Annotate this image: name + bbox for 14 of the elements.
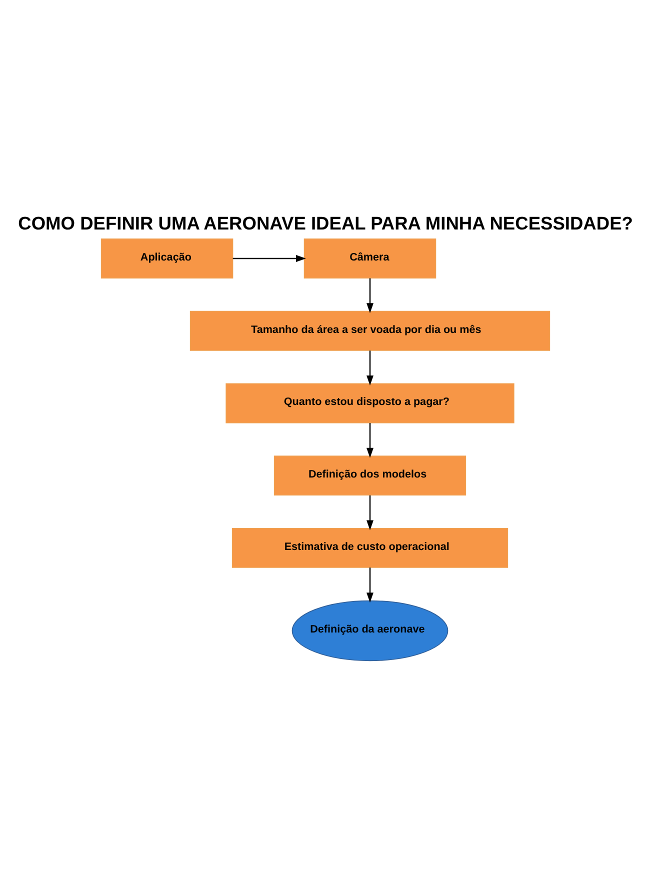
node-box: Tamanho da área a ser voada por dia ou mês xyxy=(190,310,550,350)
arrow xyxy=(366,567,374,602)
arrow xyxy=(366,350,374,386)
node-box: Estimativa de custo operacional xyxy=(232,528,508,568)
node-box: Quanto estou disposto a pagar? xyxy=(226,382,514,423)
diagram-title: COMO DEFINIR UMA AERONAVE IDEAL PARA MINHA NECESSIDADE? xyxy=(18,212,633,233)
arrow xyxy=(232,254,306,262)
node-ellipse: Definição da aeronave xyxy=(292,600,448,661)
node-box: Câmera xyxy=(304,238,436,278)
arrow xyxy=(366,278,374,313)
arrow xyxy=(366,494,374,530)
node-box: Aplicação xyxy=(100,238,234,278)
arrow xyxy=(366,422,374,458)
node-box: Definição dos modelos xyxy=(274,455,466,496)
